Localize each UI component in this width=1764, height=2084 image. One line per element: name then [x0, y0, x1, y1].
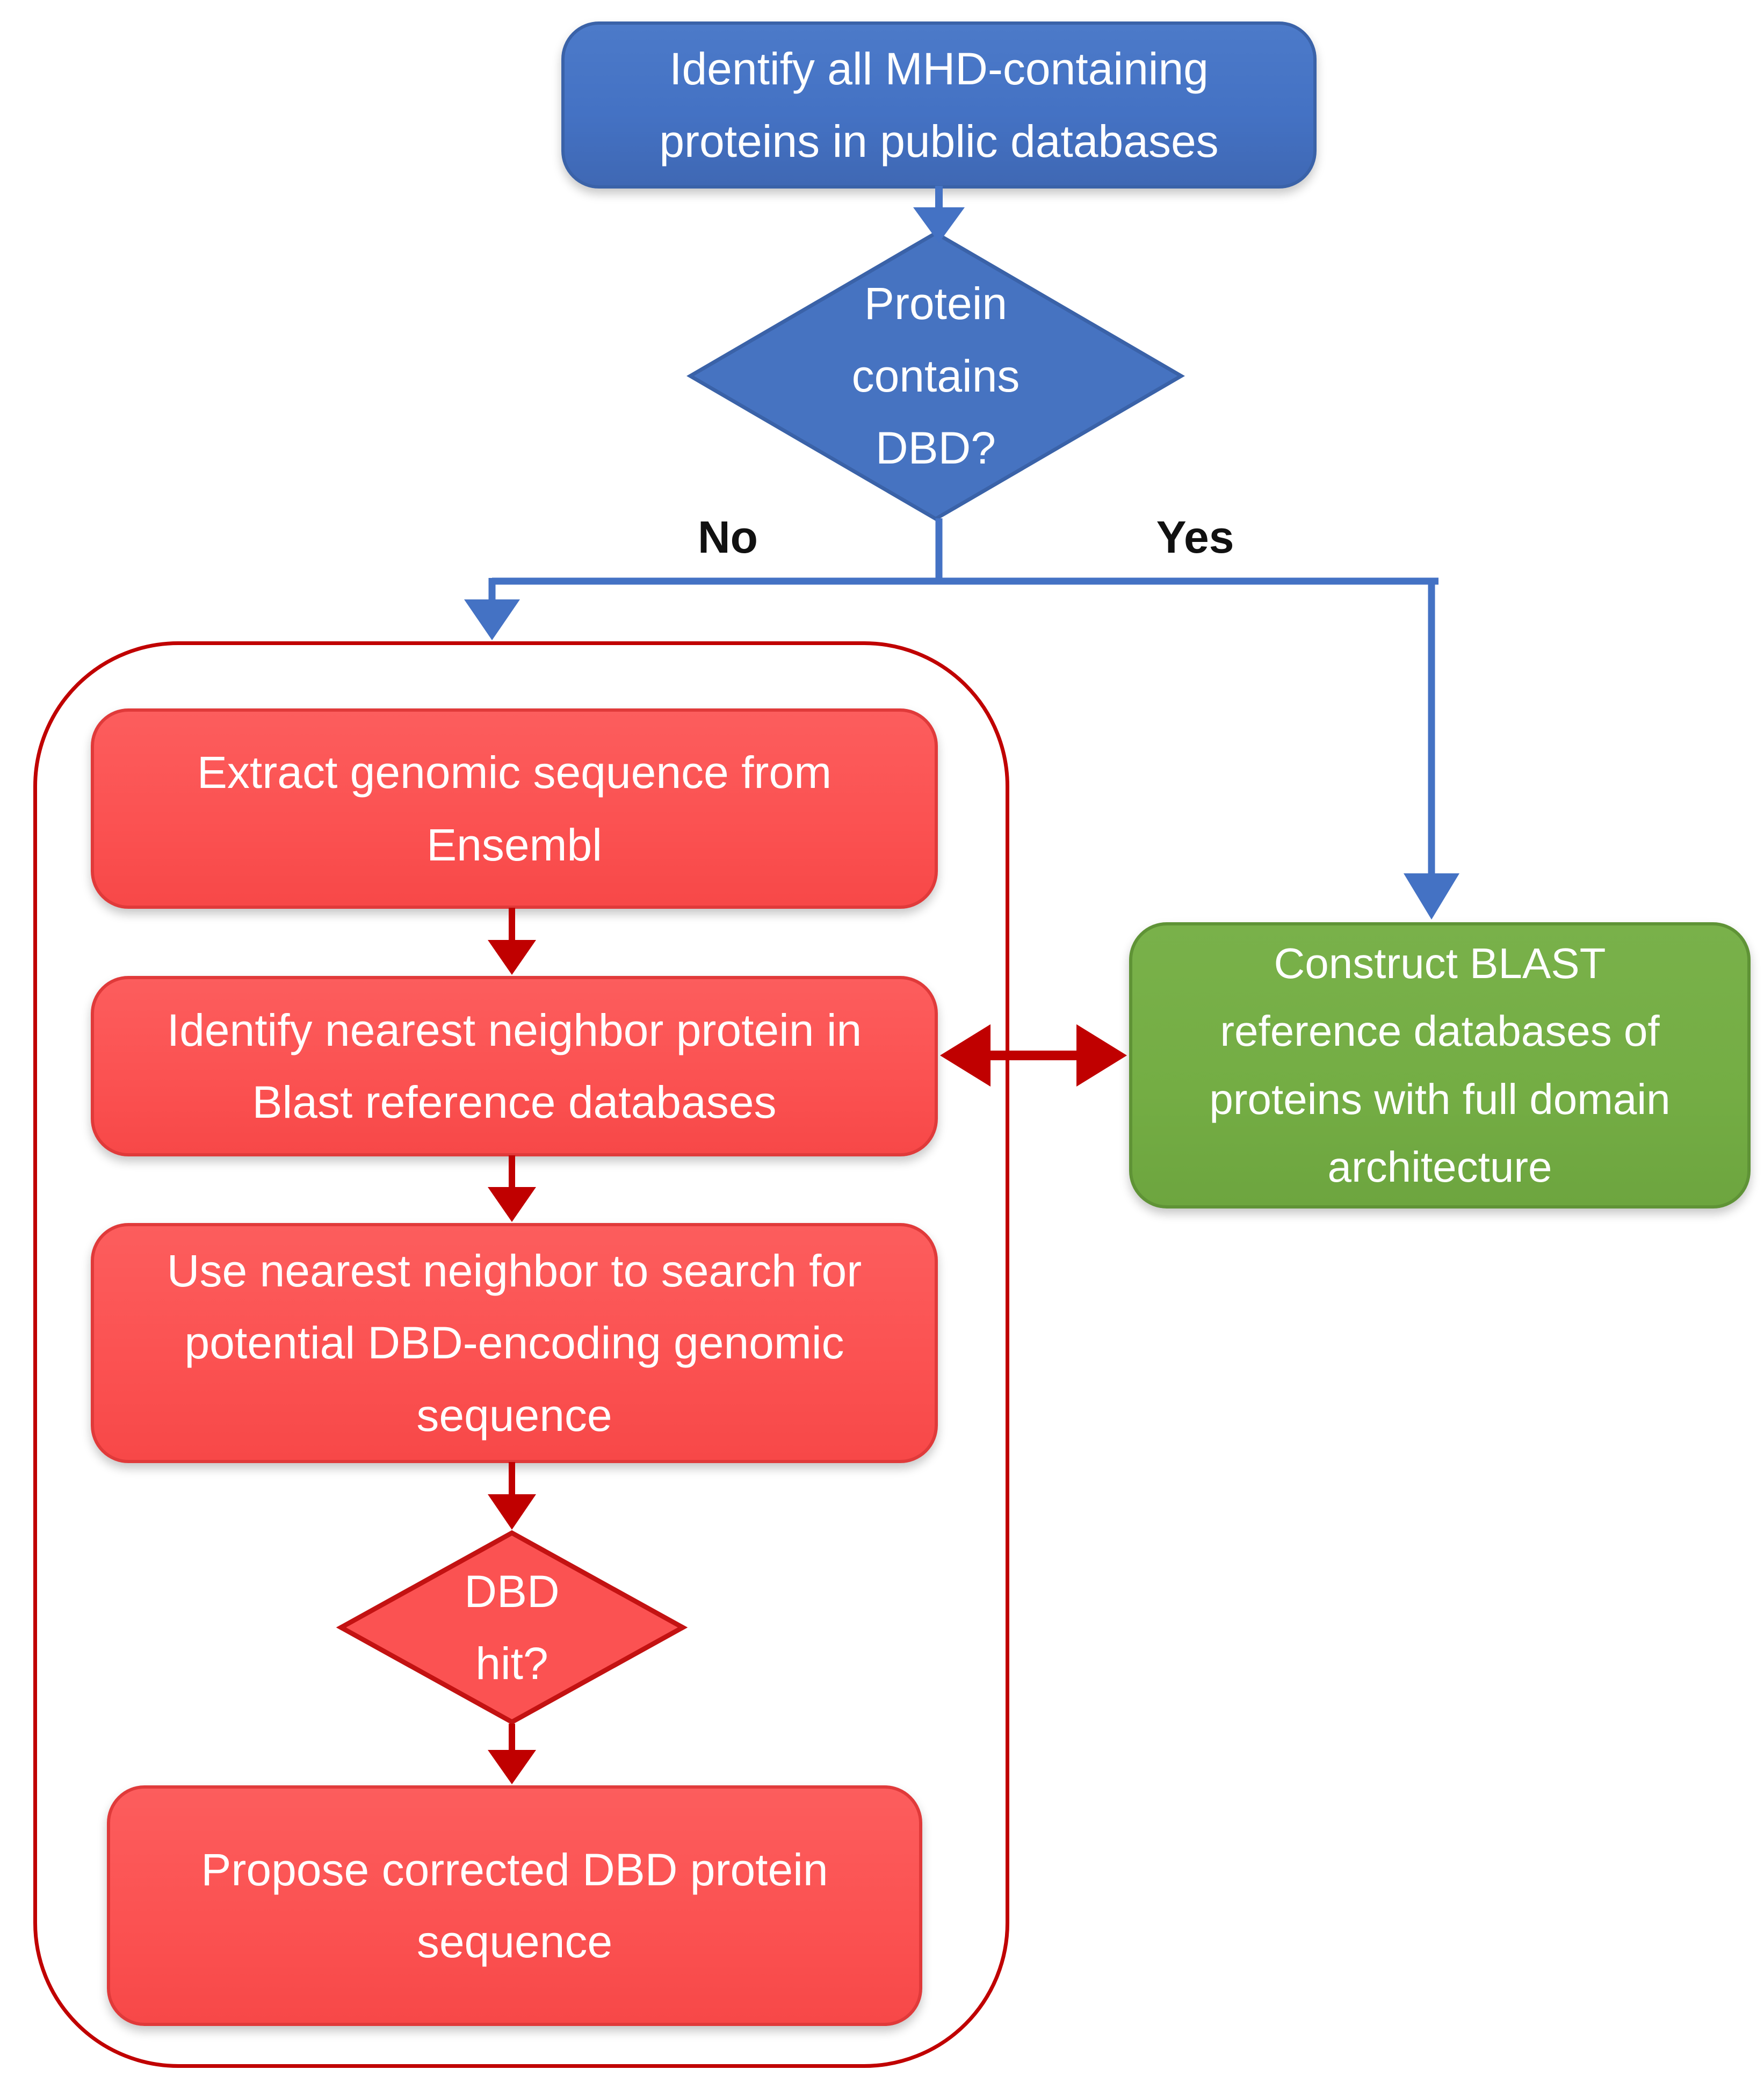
- connector-branch-bar: [492, 518, 1438, 585]
- node-use-neighbor: Use nearest neighbor to search for poten…: [91, 1223, 938, 1463]
- node-identify-neighbor: Identify nearest neighbor protein in Bla…: [91, 976, 938, 1156]
- decision-protein-contains-dbd: Protein contains DBD?: [686, 230, 1185, 522]
- node-construct-blast-label: Construct BLAST reference databases of p…: [1209, 939, 1671, 1191]
- node-construct-blast: Construct BLAST reference databases of p…: [1129, 922, 1751, 1209]
- decision-protein-contains-dbd-text: Protein contains DBD?: [851, 278, 1020, 474]
- node-identify-mhd-label: Identify all MHD-containing proteins in …: [659, 44, 1219, 167]
- node-extract-genomic: Extract genomic sequence from Ensembl: [91, 708, 938, 909]
- decision-dbd-hit: DBD hit?: [336, 1530, 688, 1725]
- node-propose-corrected-label: Propose corrected DBD protein sequence: [201, 1844, 828, 1967]
- node-extract-genomic-label: Extract genomic sequence from Ensembl: [197, 747, 832, 870]
- node-use-neighbor-label: Use nearest neighbor to search for poten…: [167, 1245, 862, 1441]
- arrowhead-down-icon: [1404, 873, 1459, 920]
- node-identify-neighbor-label: Identify nearest neighbor protein in Bla…: [167, 1004, 862, 1127]
- red-diamond-icon: [336, 1530, 688, 1725]
- connector-yes-drop: [1404, 578, 1459, 920]
- connector-no-drop: [464, 578, 520, 640]
- arrowhead-down-icon: [464, 599, 520, 640]
- arrowhead-right-icon: [1076, 1024, 1127, 1087]
- decision-dbd-hit-text: DBD hit?: [464, 1566, 560, 1689]
- node-identify-mhd: Identify all MHD-containing proteins in …: [561, 21, 1317, 189]
- node-propose-corrected: Propose corrected DBD protein sequence: [107, 1785, 922, 2026]
- no-branch-container: [33, 641, 1009, 2068]
